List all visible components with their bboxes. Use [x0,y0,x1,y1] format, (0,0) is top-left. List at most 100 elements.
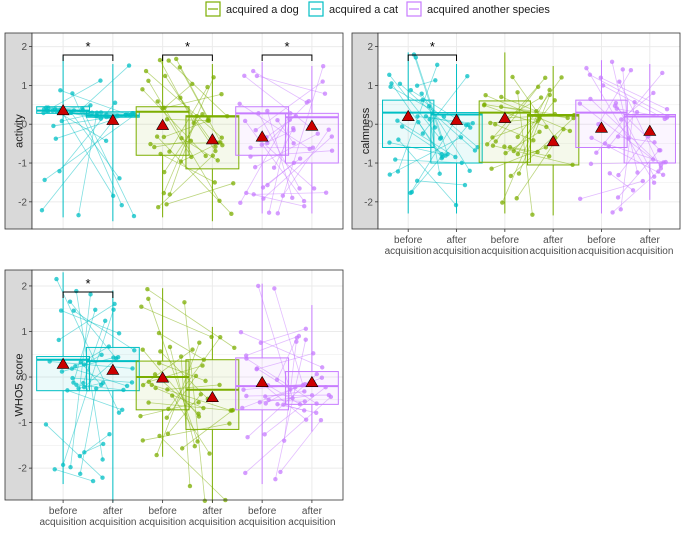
data-point [54,276,59,282]
significance-dog: * [162,39,213,61]
data-point [146,78,151,83]
data-point [318,417,324,423]
paired-line [283,404,305,411]
mean-marker [305,119,319,131]
data-point [260,185,266,190]
data-point [660,172,666,178]
data-point [68,464,73,470]
paired-line [148,80,220,202]
data-point [211,75,216,80]
data-point [393,157,398,162]
data-point [71,308,76,313]
paired-line [399,83,476,151]
legend-label-other: acquired another species [427,4,550,16]
data-point [397,81,403,87]
data-point [571,112,577,118]
mean-marker [594,121,609,133]
panel-border [31,269,344,501]
data-point [46,105,51,110]
data-point [274,377,280,383]
significance-cat: * [407,39,458,61]
data-point [322,91,328,96]
x-tick-label-line: acquisition [433,246,480,257]
paired-line [72,377,133,383]
data-point [78,360,83,365]
data-point [248,145,253,150]
data-point [94,110,100,115]
data-point [530,212,535,217]
data-point [98,110,104,115]
data-point [188,138,194,143]
facet-strip-label: calmness [360,107,372,154]
paired-line [600,77,668,110]
paired-line [168,336,221,410]
data-point [152,372,158,377]
data-point [293,113,299,119]
data-point [304,100,309,105]
data-point [190,347,195,352]
paired-line [69,301,117,359]
data-point [253,127,258,133]
data-point [281,402,286,407]
data-point [589,135,594,140]
paired-line [598,69,632,125]
paired-line [495,86,539,142]
data-point [237,101,242,106]
data-point [107,432,112,437]
data-point [537,129,542,135]
paired-line [417,79,436,87]
data-point [166,406,171,412]
data-point [271,165,277,170]
data-point [547,87,552,93]
data-point [256,111,261,116]
paired-line [162,93,222,109]
data-point [634,109,640,115]
data-point [502,144,507,149]
data-point [323,190,329,195]
significance-other: * [261,39,313,61]
box-body [284,112,339,164]
data-point [302,399,308,404]
data-point [314,410,319,415]
data-point [242,118,248,124]
data-point [490,135,495,140]
box-body [135,106,190,156]
data-point [123,112,129,117]
data-point [468,125,473,130]
data-point [201,405,206,411]
data-point [191,120,196,126]
x-tick-label-line: acquisition [578,246,625,257]
data-point [435,62,440,68]
paired-line [618,136,649,176]
data-point [81,384,87,390]
data-point [515,90,520,95]
data-point [74,288,79,294]
data-point [584,65,589,71]
paired-line [622,69,630,139]
paired-line [258,113,300,189]
x-tick-label-line: acquisition [626,246,673,257]
mean-marker [106,113,120,125]
data-point [212,180,217,185]
data-point [152,144,157,150]
data-point [288,111,293,116]
series-dog [135,56,240,222]
data-point [71,108,77,113]
data-point [262,432,267,437]
series-cat [382,52,483,214]
y-tick-label: -1 [18,159,27,170]
data-point [209,334,214,340]
paired-line [390,86,445,117]
data-point [488,120,493,126]
data-point [195,439,200,444]
mean-marker [449,113,464,125]
data-point [39,208,45,213]
data-point [259,142,264,148]
data-point [252,164,258,170]
data-point [499,104,504,109]
data-point [632,100,637,105]
data-point [129,380,135,385]
